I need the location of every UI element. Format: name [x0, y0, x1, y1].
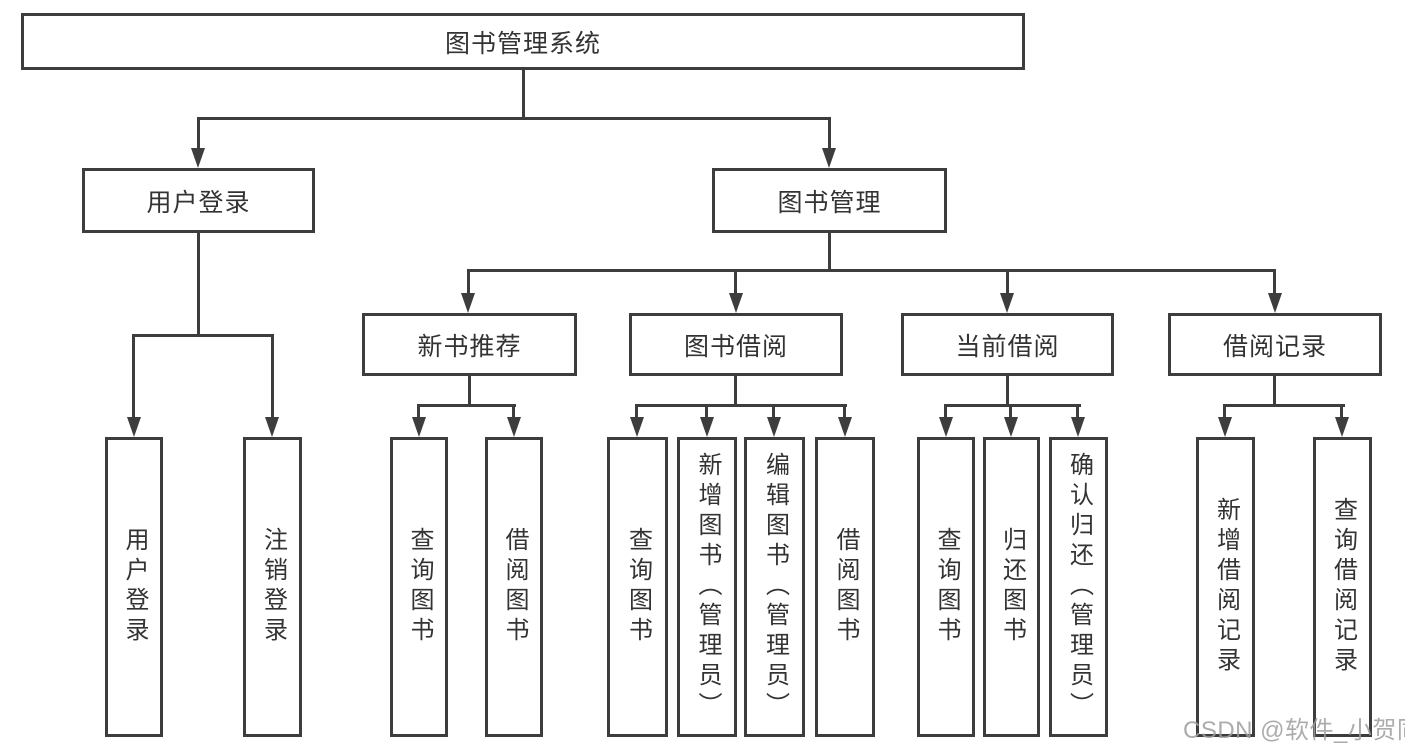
node-label: 查询借阅记录: [1329, 497, 1357, 677]
connector-line: [944, 404, 1081, 407]
node-book-borrowing: 图书借阅: [629, 313, 843, 376]
node-add-books-admin: 新增图书（管理员）: [677, 437, 737, 737]
node-label: 注销登录: [259, 527, 287, 647]
arrowhead-down-icon: [939, 417, 953, 437]
node-label: 图书管理系统: [444, 29, 601, 58]
node-label: 查询图书: [933, 527, 960, 647]
arrowhead-down-icon: [822, 148, 836, 168]
connector-line: [1223, 404, 1345, 407]
connector-line: [132, 334, 135, 419]
connector-line: [1273, 269, 1276, 295]
connector-line: [635, 404, 638, 419]
node-label: 当前借阅: [955, 332, 1060, 361]
connector-line: [1076, 404, 1079, 419]
connector-line: [512, 404, 515, 419]
arrowhead-down-icon: [767, 417, 781, 437]
node-new-book-recommendation: 新书推荐: [362, 313, 577, 376]
arrowhead-down-icon: [1004, 417, 1018, 437]
csdn-watermark: CSDN @软件_小贺同学: [1183, 717, 1405, 744]
node-library-management-system: 图书管理系统: [21, 13, 1025, 70]
node-logout: 注销登录: [243, 437, 302, 737]
connector-line: [1006, 376, 1009, 406]
connector-line: [197, 117, 200, 150]
node-add-borrowing-record: 新增借阅记录: [1196, 437, 1255, 737]
node-query-books-borrowing: 查询图书: [607, 437, 668, 737]
connector-line: [1273, 376, 1276, 406]
arrowhead-down-icon: [265, 417, 279, 437]
node-user-login-leaf: 用户登录: [105, 437, 163, 737]
connector-line: [1009, 404, 1012, 419]
node-label: 图书管理: [777, 188, 882, 217]
connector-line: [843, 404, 846, 419]
node-label: 新增借阅记录: [1212, 497, 1240, 677]
arrowhead-down-icon: [461, 293, 475, 313]
arrowhead-down-icon: [838, 417, 852, 437]
connector-line: [828, 233, 831, 272]
node-label: 借阅图书: [501, 527, 528, 647]
node-query-books-current: 查询图书: [917, 437, 975, 737]
connector-line: [734, 376, 737, 406]
arrowhead-down-icon: [507, 417, 521, 437]
connector-line: [705, 404, 708, 419]
connector-line: [197, 117, 831, 120]
connector-line: [467, 269, 470, 295]
node-borrowing-records: 借阅记录: [1168, 313, 1382, 376]
arrowhead-down-icon: [700, 417, 714, 437]
connector-line: [271, 334, 274, 419]
node-label: 用户登录: [146, 188, 251, 217]
node-label: 借阅记录: [1222, 332, 1327, 361]
node-label: 新书推荐: [417, 332, 522, 361]
arrowhead-down-icon: [1071, 417, 1085, 437]
arrowhead-down-icon: [191, 148, 205, 168]
node-query-borrowing-record: 查询借阅记录: [1313, 437, 1372, 737]
node-user-login-module: 用户登录: [82, 168, 315, 233]
arrowhead-down-icon: [1000, 293, 1014, 313]
node-label: 借阅图书: [832, 527, 859, 647]
connector-line: [417, 404, 420, 419]
node-return-books: 归还图书: [983, 437, 1040, 737]
arrowhead-down-icon: [729, 293, 743, 313]
arrowhead-down-icon: [630, 417, 644, 437]
node-confirm-return-admin: 确认归还（管理员）: [1049, 437, 1108, 737]
arrowhead-down-icon: [412, 417, 426, 437]
node-label: 查询图书: [624, 527, 652, 647]
node-label: 归还图书: [998, 527, 1026, 647]
connector-line: [197, 233, 200, 337]
node-label: 编辑图书（管理员）: [761, 452, 789, 722]
connector-line: [944, 404, 947, 419]
connector-line: [635, 404, 847, 407]
node-query-books-recommend: 查询图书: [390, 437, 448, 737]
connector-line: [417, 404, 516, 407]
connector-line: [522, 70, 525, 118]
connector-line: [1223, 404, 1226, 419]
connector-line: [772, 404, 775, 419]
node-edit-books-admin: 编辑图书（管理员）: [744, 437, 805, 737]
connector-line: [132, 334, 274, 337]
connector-line: [1006, 269, 1009, 295]
node-current-borrowing: 当前借阅: [901, 313, 1114, 376]
node-label: 新增图书（管理员）: [694, 452, 721, 722]
arrowhead-down-icon: [1268, 293, 1282, 313]
connector-line: [467, 269, 1276, 272]
arrowhead-down-icon: [1335, 417, 1349, 437]
node-label: 图书借阅: [683, 332, 788, 361]
node-label: 查询图书: [406, 527, 433, 647]
node-borrow-books-recommend: 借阅图书: [485, 437, 543, 737]
arrowhead-down-icon: [1218, 417, 1232, 437]
connector-line: [734, 269, 737, 295]
node-borrow-books: 借阅图书: [815, 437, 875, 737]
connector-line: [828, 117, 831, 150]
arrowhead-down-icon: [127, 417, 141, 437]
node-label: 用户登录: [121, 527, 148, 647]
node-book-management: 图书管理: [712, 168, 947, 233]
node-label: 确认归还（管理员）: [1065, 452, 1093, 722]
connector-line: [1340, 404, 1343, 419]
connector-line: [468, 376, 471, 406]
